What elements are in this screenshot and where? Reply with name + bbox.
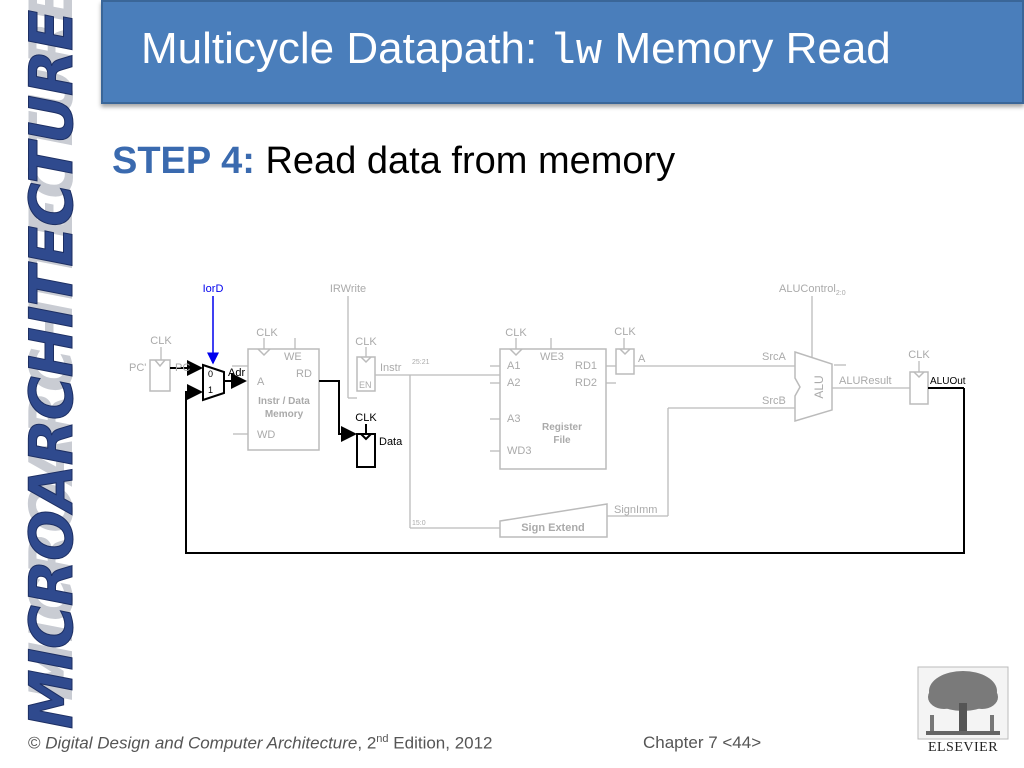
srca-label: SrcA [762, 351, 787, 363]
instr-label: Instr [380, 362, 402, 374]
rf-a1-label: A1 [507, 360, 520, 372]
mux-in1-label: 1 [208, 385, 213, 395]
pc-prime-label: PC' [129, 362, 146, 374]
rf-rd1-label: RD1 [575, 360, 597, 372]
aluout-clk-label: CLK [908, 349, 930, 361]
title-bar: Multicycle Datapath: lw Memory Read [101, 0, 1024, 104]
instruction-register [356, 356, 376, 392]
sign-extend-block [499, 503, 608, 538]
title-code: lw [549, 27, 603, 77]
a-reg-clk-label: CLK [614, 326, 636, 338]
pc-clk-label: CLK [150, 335, 172, 347]
step-heading: STEP 4: Read data from memory [112, 140, 675, 183]
active-wires [170, 360, 965, 554]
footer-citation: © Digital Design and Computer Architectu… [28, 733, 493, 753]
bits-15-0-label: 15:0 [412, 520, 426, 527]
irwrite-label: IRWrite [330, 283, 366, 295]
alucontrol-label: ALUControl2:0 [779, 283, 846, 297]
data-register [356, 424, 376, 468]
a-label: A [638, 353, 646, 365]
mem-a-label: A [257, 376, 265, 388]
sign-extend-label: Sign Extend [521, 522, 585, 534]
aluresult-label: ALUResult [839, 375, 892, 387]
mem-clk-label: CLK [256, 327, 278, 339]
inactive-wires [150, 296, 920, 529]
mem-rd-label: RD [296, 368, 312, 380]
mux-in0-label: 0 [208, 369, 213, 379]
aluout-register [909, 371, 929, 405]
elsevier-tree-icon [917, 666, 1009, 740]
alu-name-label: ALU [812, 375, 826, 398]
srcb-label: SrcB [762, 395, 786, 407]
rf-a3-label: A3 [507, 413, 520, 425]
rf-clk-label: CLK [505, 327, 527, 339]
ir-clk-label: CLK [355, 336, 377, 348]
book-title: Digital Design and Computer Architecture [45, 733, 358, 753]
mem-name-line1: Instr / Data [258, 396, 310, 407]
rf-wd3-label: WD3 [507, 445, 531, 457]
address-mux [202, 363, 225, 402]
a-register [615, 348, 635, 375]
elsevier-logo: ELSEVIER [916, 665, 1010, 757]
chapter-page-label: Chapter 7 <44> [643, 733, 762, 752]
ir-en-label: EN [359, 380, 372, 390]
bits-25-21-label: 25:21 [412, 359, 430, 366]
mem-name-line2: Memory [265, 409, 304, 420]
pc-label: PC [175, 362, 190, 374]
rf-name-line2: File [553, 435, 571, 446]
pc-register [149, 359, 171, 392]
rf-rd2-label: RD2 [575, 377, 597, 389]
aluout-label: ALUOut [930, 376, 966, 387]
slide-title: Multicycle Datapath: lw Memory Read [141, 24, 891, 77]
instr-data-memory [247, 348, 320, 451]
step-label: STEP 4: [112, 140, 255, 182]
data-label: Data [379, 436, 403, 448]
elsevier-name: ELSEVIER [927, 740, 999, 755]
alu-block [794, 350, 833, 423]
rf-a2-label: A2 [507, 377, 520, 389]
mem-wd-label: WD [257, 429, 275, 441]
register-file [499, 348, 607, 470]
step-text: Read data from memory [254, 140, 676, 182]
rf-we3-label: WE3 [540, 351, 564, 363]
iord-label: IorD [203, 283, 224, 295]
data-reg-clk-label: CLK [355, 412, 377, 424]
adr-label: Adr [228, 367, 245, 379]
mem-we-label: WE [284, 351, 302, 363]
signimm-label: SignImm [614, 504, 657, 516]
rf-name-line1: Register [542, 422, 582, 433]
